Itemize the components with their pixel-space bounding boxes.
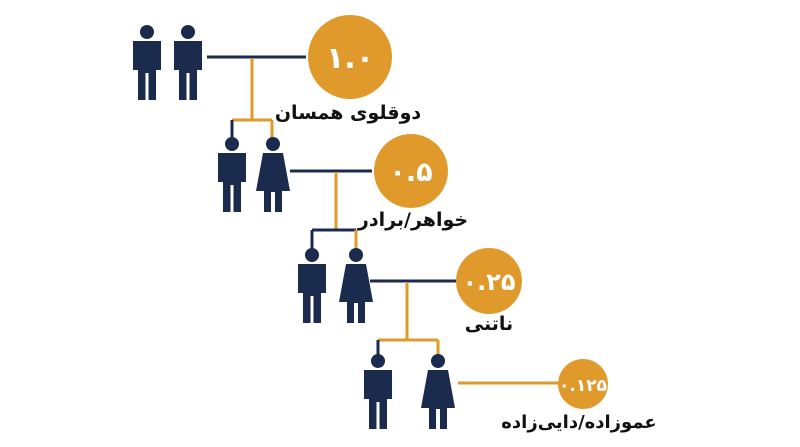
- value-circle-1: [308, 15, 392, 99]
- value-text-2: ۰.۵: [389, 157, 432, 188]
- level-4-people: [364, 354, 455, 429]
- man-icon: [298, 248, 326, 323]
- value-text-1: ۱.۰: [326, 41, 374, 76]
- man-icon: [218, 137, 246, 212]
- value-circle-4: [558, 359, 608, 409]
- level-2-people: [218, 137, 290, 212]
- level-3-people: [298, 248, 373, 323]
- value-text-3: ۰.۲۵: [462, 268, 515, 296]
- man-icon: [174, 25, 202, 100]
- value-text-4: ۰.۱۲۵: [559, 376, 607, 396]
- woman-icon: [339, 248, 373, 323]
- value-circle-2: [374, 134, 448, 208]
- man-icon: [364, 354, 392, 429]
- label-text-3: ناتنی: [465, 313, 513, 335]
- man-icon: [133, 25, 161, 100]
- label-text-1: دوقلوی همسان: [275, 102, 422, 124]
- woman-icon: [256, 137, 290, 212]
- value-circle-3: [456, 248, 522, 314]
- label-text-4: عموزاده/دایی‌زاده: [501, 412, 656, 433]
- level-1-people: [133, 25, 202, 100]
- woman-icon: [421, 354, 455, 429]
- label-text-2: خواهر/برادر: [357, 209, 468, 231]
